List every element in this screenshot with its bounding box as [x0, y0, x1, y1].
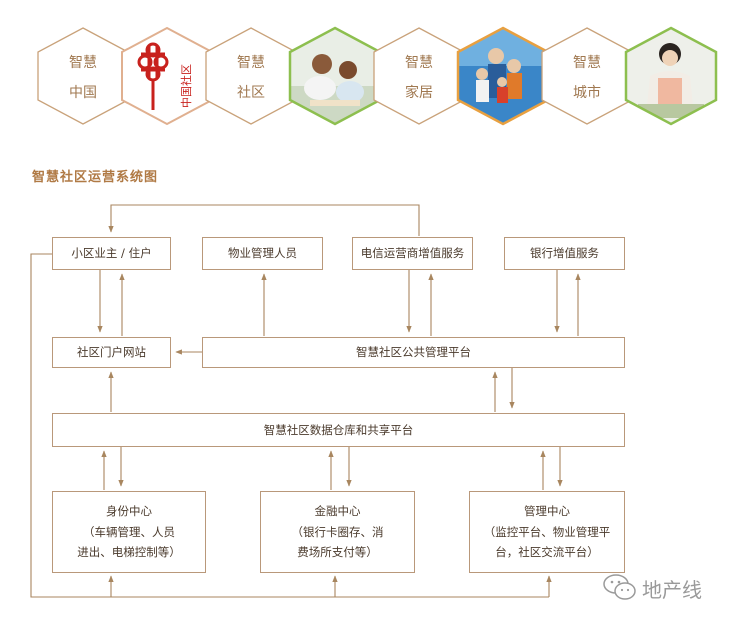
finance-center-line1: （银行卡圈存、消	[291, 524, 384, 539]
management-center-title: 管理中心	[524, 503, 570, 518]
node-telecom-services: 电信运营商增值服务	[352, 237, 473, 270]
identity-center-title: 身份中心	[106, 503, 152, 518]
node-management-center: 管理中心 （监控平台、物业管理平 台，社区交流平台）	[469, 491, 625, 573]
wechat-icon	[603, 574, 636, 600]
management-center-line2: 台，社区交流平台）	[495, 545, 599, 560]
finance-center-title: 金融中心	[314, 503, 361, 518]
node-identity-center: 身份中心 （车辆管理、人员 进出、电梯控制等）	[52, 491, 206, 573]
hex-label-line2: 社区	[237, 85, 265, 101]
identity-center-line1: （车辆管理、人员	[83, 524, 175, 539]
family-outdoor-photo-tile	[456, 26, 550, 126]
watermark: 地产线	[602, 572, 722, 606]
node-finance-center: 金融中心 （银行卡圈存、消 费场所支付等）	[260, 491, 415, 573]
hex-label-line2: 城市	[573, 85, 601, 101]
hex-smart-home: 智慧 家居	[372, 26, 466, 126]
hex-smart-china: 智慧 中国	[36, 26, 130, 126]
node-bank-services: 银行增值服务	[504, 237, 625, 270]
identity-center-line2: 进出、电梯控制等）	[77, 545, 181, 560]
kitchen-photo-tile	[624, 26, 718, 126]
hex-label-line1: 智慧	[405, 55, 433, 71]
node-community-portal: 社区门户网站	[52, 337, 171, 368]
hex-label-line1: 智慧	[237, 55, 265, 71]
management-center-line1: （监控平台、物业管理平	[483, 524, 611, 539]
node-data-warehouse: 智慧社区数据仓库和共享平台	[52, 413, 625, 447]
hex-smart-community: 智慧 社区	[204, 26, 298, 126]
hex-label-line1: 智慧	[573, 55, 601, 71]
hex-label-line2: 中国	[69, 85, 97, 101]
family-photo-tile	[288, 26, 382, 126]
node-residents: 小区业主 / 住户	[52, 237, 171, 270]
china-community-logo-text: 中国社区	[179, 64, 193, 108]
hex-label-line1: 智慧	[69, 55, 97, 71]
china-community-logo-tile: 中国社区	[120, 26, 214, 126]
watermark-text: 地产线	[642, 578, 702, 602]
hex-label-line2: 家居	[405, 85, 433, 101]
node-public-platform: 智慧社区公共管理平台	[202, 337, 625, 368]
diagram-title: 智慧社区运营系统图	[32, 170, 159, 185]
hexagon-banner: 智慧 中国 中国社区 智慧 社区	[0, 0, 739, 130]
finance-center-line2: 费场所支付等）	[297, 545, 378, 560]
node-property-staff: 物业管理人员	[202, 237, 323, 270]
